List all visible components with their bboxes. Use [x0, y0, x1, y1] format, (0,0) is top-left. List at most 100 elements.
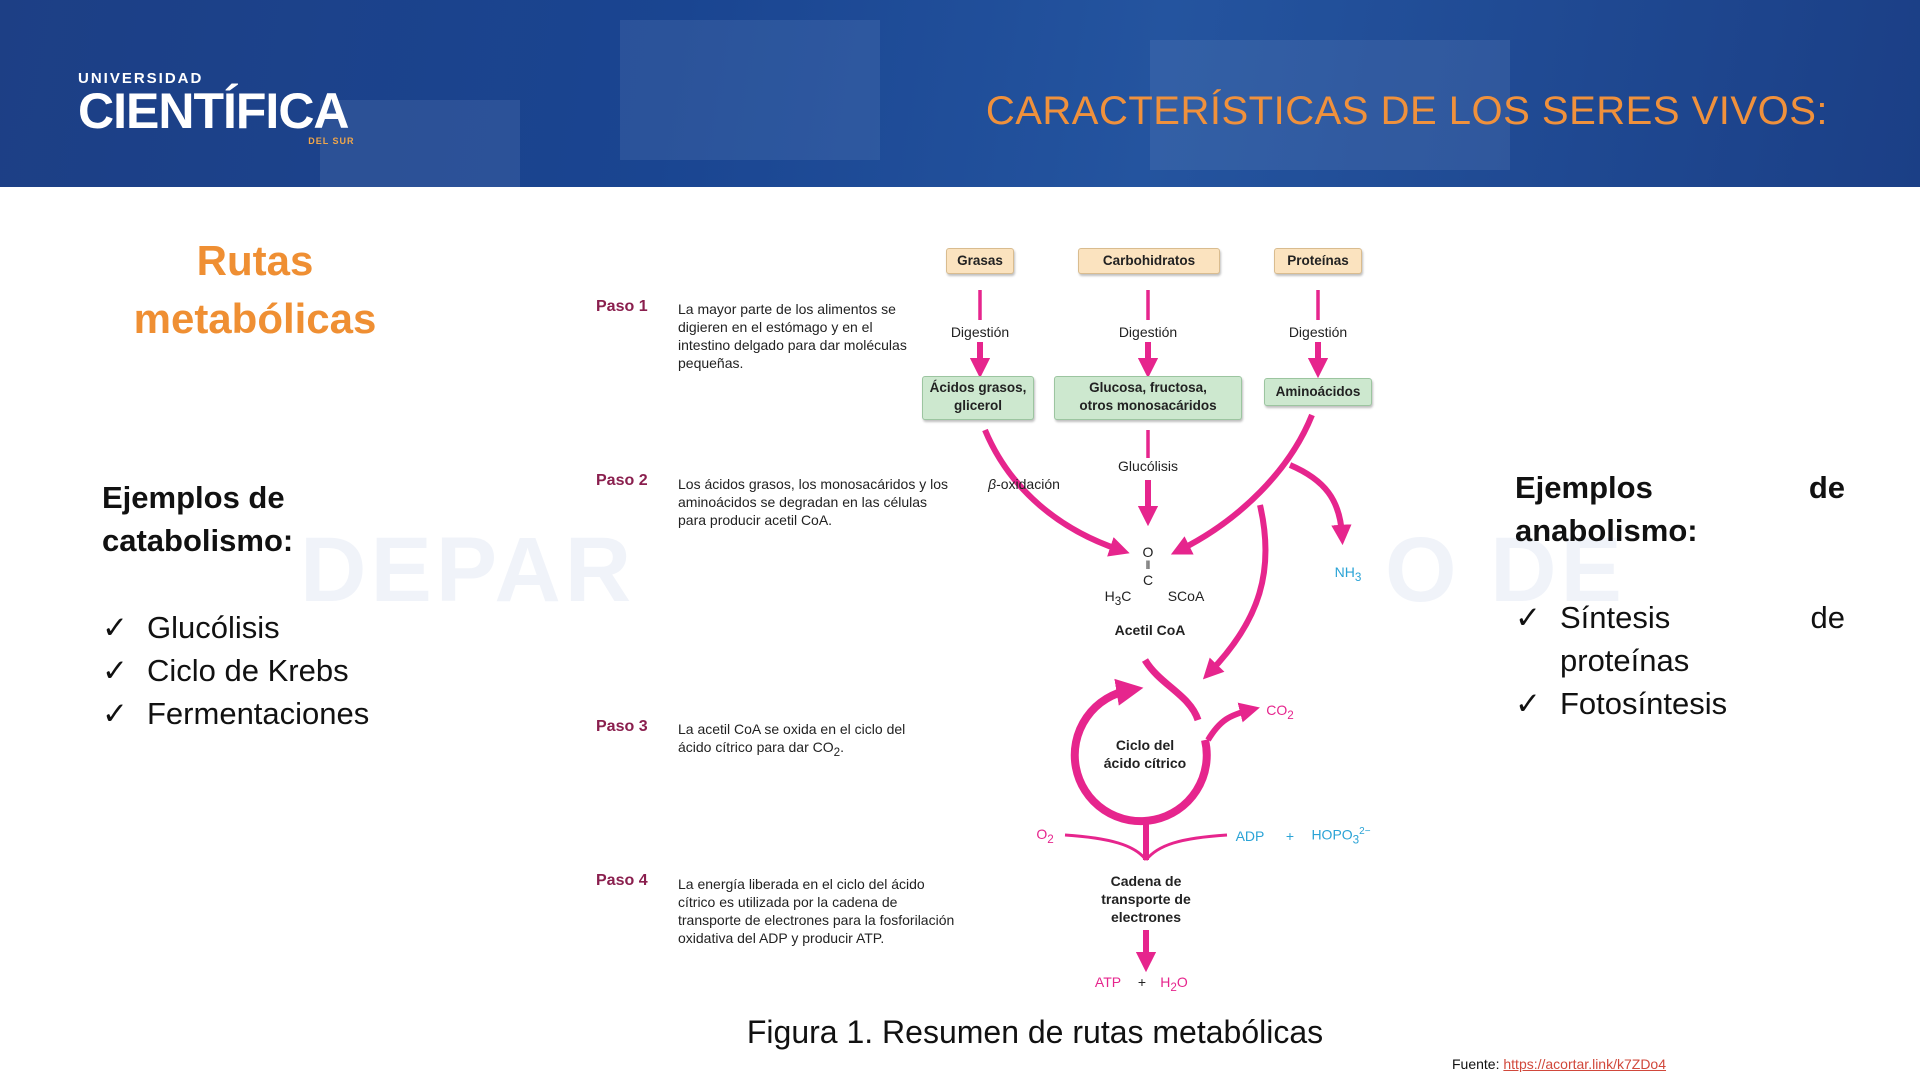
catabolism-title-line2: catabolismo:: [102, 523, 294, 558]
check-icon: ✓: [102, 653, 128, 688]
electron-chain-label: Cadena de transporte de electrones: [1086, 872, 1206, 926]
digestion-label: Digestión: [1288, 324, 1348, 340]
check-icon: ✓: [102, 696, 128, 731]
anabolism-title: Ejemplos de anabolismo:: [1515, 466, 1845, 552]
list-item-word: de: [1810, 600, 1845, 635]
step-description-4: La energía liberada en el ciclo del ácid…: [678, 876, 955, 946]
product-box-amino-acids: Aminoácidos: [1264, 378, 1372, 406]
o2-sub: 2: [1047, 832, 1054, 846]
beta-oxidation-text: -oxidación: [996, 476, 1060, 492]
acetyl-h: H: [1104, 588, 1115, 604]
acetyl-carbon: C: [1142, 572, 1154, 588]
step-label-1: Paso 1: [596, 298, 648, 315]
acetyl-double-bond: ‖: [1145, 558, 1151, 572]
list-item-line2: proteínas: [1560, 643, 1690, 678]
hpo-text: HOPO: [1311, 826, 1353, 843]
step-description-1: La mayor parte de los alimentos se digie…: [678, 301, 907, 371]
acetyl-coa-name: Acetil CoA: [1114, 622, 1186, 638]
chain-line: electrones: [1110, 909, 1182, 925]
list-item: ✓Fotosíntesis: [1515, 682, 1845, 725]
digestion-label: Digestión: [950, 324, 1010, 340]
list-item: ✓ Síntesis de proteínas: [1515, 596, 1845, 682]
co2-arrow: [1205, 702, 1260, 742]
step-description-3: La acetil CoA se oxida en el ciclo del á…: [678, 720, 938, 762]
adp-line: [1144, 833, 1228, 861]
watermark-right: O DE: [1385, 519, 1626, 621]
list-item: ✓ Fermentaciones: [102, 692, 369, 735]
h2o-sub: 2: [1170, 980, 1177, 994]
source-label: Fuente:: [1452, 1056, 1504, 1072]
chain-line: Cadena de: [1110, 873, 1182, 889]
catabolism-list: ✓Glucólisis ✓ Ciclo de Krebs ✓ Fermentacio…: [102, 606, 369, 735]
nh3-text: NH: [1334, 564, 1355, 580]
source-box-fats: Grasas: [946, 248, 1014, 274]
background-building: [620, 20, 880, 160]
university-logo: UNIVERSIDAD CIENTÍFICA DEL SUR: [78, 70, 354, 146]
co2-label: CO2: [1260, 702, 1300, 722]
glycolysis-label: Glucólisis: [1118, 458, 1178, 474]
nh3-arrow: [1288, 462, 1352, 546]
acetyl-scoa: SCoA: [1167, 588, 1205, 604]
co2-text: CO: [1266, 702, 1288, 718]
anabolism-list: ✓ Síntesis de proteínas ✓Fotosíntesis: [1515, 596, 1845, 725]
h2o-o: O: [1176, 974, 1188, 990]
plus-sign: +: [1285, 828, 1295, 844]
source-note: Fuente: https://acortar.link/k7ZDo4: [1452, 1056, 1666, 1072]
citric-cycle-loop: [1070, 678, 1211, 826]
catabolism-title-line1: Ejemplos de: [102, 480, 285, 515]
acetyl-h3c: H3C: [1100, 588, 1136, 608]
hpo-sup: 2−: [1359, 826, 1371, 837]
adp-label: ADP: [1235, 828, 1265, 844]
product-box-fatty-acids: Ácidos grasos, glicerol: [922, 376, 1034, 420]
amino-acetyl-arrow: [1170, 413, 1315, 555]
check-icon: ✓: [1515, 686, 1541, 721]
co2-sub: 2: [1287, 708, 1294, 722]
step-label-3: Paso 3: [596, 718, 648, 735]
citric-cycle-label: Ciclo del ácido cítrico: [1090, 736, 1200, 772]
metabolic-pathways-figure: Grasas Carbohidratos Proteínas Digestión…: [590, 240, 1390, 1010]
product-box-sugars: Glucosa, fructosa, otros monosacáridos: [1054, 376, 1242, 420]
atp-label: ATP: [1094, 974, 1122, 990]
anabolism-title-word2: de: [1808, 470, 1845, 505]
list-item-word: Síntesis: [1560, 600, 1671, 635]
header-banner: UNIVERSIDAD CIENTÍFICA DEL SUR CARACTERÍ…: [0, 0, 1920, 187]
list-item-text: Glucólisis: [147, 610, 280, 645]
anabolism-title-line1: Ejemplos de: [1515, 466, 1845, 509]
pathway-arrows: [969, 290, 1352, 973]
step-3-end: .: [840, 739, 844, 755]
o2-line: [1064, 833, 1148, 861]
acetyl-oxygen: O: [1142, 544, 1154, 560]
step-label-2: Paso 2: [596, 472, 648, 489]
source-box-proteins: Proteínas: [1274, 248, 1362, 274]
check-icon: ✓: [1515, 600, 1541, 635]
beta-symbol: β: [988, 476, 997, 492]
figure-caption: Figura 1. Resumen de rutas metabólicas: [746, 1014, 1324, 1050]
digestion-label: Digestión: [1118, 324, 1178, 340]
nh3-label: NH3: [1328, 564, 1368, 584]
list-item-text: Fermentaciones: [147, 696, 370, 731]
o2-text: O: [1036, 826, 1048, 842]
step-description-2: Los ácidos grasos, los monosacáridos y l…: [678, 476, 949, 528]
beta-oxidation-arrow: [982, 428, 1130, 557]
background-building: [1150, 40, 1510, 170]
chain-line: transporte de: [1101, 891, 1191, 907]
acetyl-cycle-arrow: [1142, 658, 1202, 722]
h2o-h: H: [1160, 974, 1171, 990]
section-heading: Rutas metabólicas: [90, 232, 420, 348]
step-label-4: Paso 4: [596, 872, 648, 889]
anabolism-title-line2: anabolismo:: [1515, 513, 1698, 548]
logo-top-text: UNIVERSIDAD: [78, 70, 204, 87]
logo-main-text: CIENTÍFICA: [78, 83, 350, 139]
source-link[interactable]: https://acortar.link/k7ZDo4: [1503, 1056, 1667, 1072]
section-heading-line1: Rutas: [196, 237, 314, 284]
product-line: otros monosacáridos: [1079, 398, 1217, 413]
step-3-text: La acetil CoA se oxida en el ciclo del á…: [678, 721, 906, 755]
source-box-carbs: Carbohidratos: [1078, 248, 1220, 274]
section-heading-line2: metabólicas: [133, 295, 377, 342]
nh3-sub: 3: [1354, 570, 1362, 584]
amino-cycle-arrow: [1202, 504, 1269, 680]
product-line: Glucosa, fructosa,: [1089, 380, 1207, 395]
plus-sign: +: [1137, 974, 1147, 990]
list-item-text: Ciclo de Krebs: [147, 653, 349, 688]
list-item: ✓Glucólisis: [102, 606, 369, 649]
